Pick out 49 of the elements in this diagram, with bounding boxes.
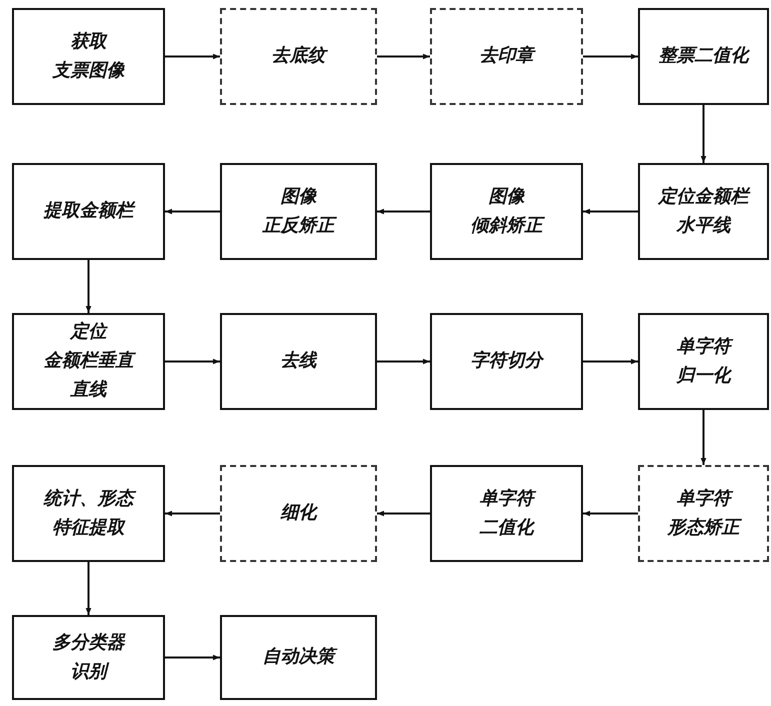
process-box — [638, 163, 769, 260]
arrow — [165, 208, 220, 214]
process-box — [638, 8, 769, 105]
step-label: 定位金额栏垂直直线 — [44, 318, 134, 405]
process-box — [12, 465, 165, 562]
process-box — [12, 313, 165, 410]
step-label: 提取金额栏 — [44, 199, 134, 224]
process-box — [12, 615, 165, 700]
step-label: 去线 — [280, 349, 316, 374]
arrow — [86, 260, 92, 313]
arrow — [583, 208, 638, 214]
step-label: 去印章 — [480, 42, 534, 71]
process-box — [430, 163, 583, 260]
step-label: 单字符形态矫正 — [668, 484, 740, 542]
step-label: 图像倾斜矫正 — [470, 182, 542, 240]
process-box — [220, 163, 377, 260]
step-label: 定位金额栏水平线 — [658, 184, 748, 238]
step-label: 获取支票图像 — [52, 30, 124, 82]
arrow — [583, 54, 638, 60]
process-box — [12, 8, 165, 105]
arrow — [583, 510, 638, 516]
arrow — [165, 510, 220, 516]
process-box — [430, 313, 583, 410]
arrow — [377, 358, 430, 364]
process-box — [220, 615, 377, 700]
step-label: 字符切分 — [470, 349, 542, 374]
arrow — [86, 562, 92, 615]
process-box — [220, 313, 377, 410]
arrow — [165, 654, 220, 660]
step-label: 细化 — [280, 501, 316, 526]
step-label: 多分类器识别 — [52, 630, 124, 684]
arrow — [165, 54, 220, 60]
process-box — [12, 163, 165, 260]
process-box — [638, 465, 769, 562]
arrow — [377, 208, 430, 214]
step-label: 去底纹 — [272, 42, 326, 71]
arrow — [700, 410, 706, 465]
process-box — [638, 313, 769, 410]
arrow — [377, 510, 430, 516]
process-box — [220, 8, 377, 105]
process-box — [430, 8, 583, 105]
process-box — [430, 465, 583, 562]
arrow — [377, 54, 430, 60]
arrow — [700, 105, 706, 163]
process-box — [220, 465, 377, 562]
arrow — [165, 358, 220, 364]
step-label: 整票二值化 — [658, 44, 748, 68]
arrow — [583, 358, 638, 364]
step-label: 图像正反矫正 — [262, 182, 334, 240]
